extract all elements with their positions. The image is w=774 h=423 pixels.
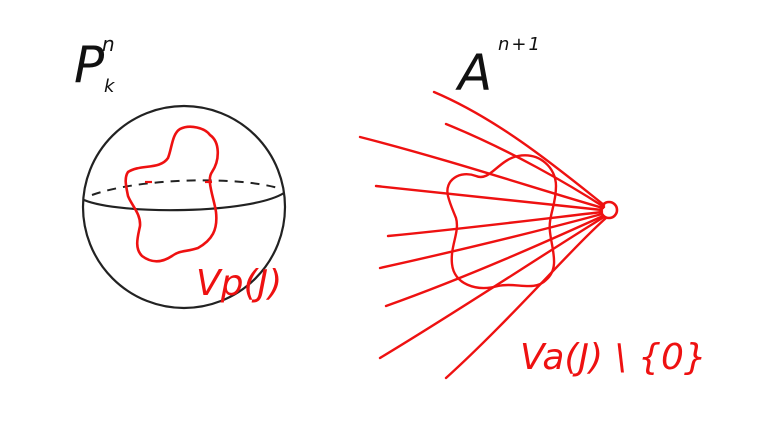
cone-ray	[374, 184, 604, 212]
projective-sphere	[81, 104, 287, 310]
cone-ray	[358, 135, 605, 210]
cone-ray	[386, 210, 604, 238]
label-projective-superscript: n	[102, 32, 115, 56]
cone-ray	[378, 215, 606, 360]
projective-variety-curve	[124, 125, 220, 263]
cone-ray	[444, 216, 608, 380]
label-projective-subscript: k	[104, 76, 115, 97]
cone-ray	[432, 90, 606, 207]
label-affine-superscript: n+1	[498, 34, 542, 55]
label-affine-space: A n+1	[458, 36, 540, 99]
cone-rays	[358, 90, 608, 380]
cone-ray	[378, 212, 604, 270]
label-projective-base: P	[74, 36, 105, 94]
cone-ray	[384, 214, 605, 308]
sphere-equator-front	[83, 192, 285, 212]
cone-cross-section	[446, 154, 558, 290]
label-projective-variety: Vp(J)	[196, 263, 283, 304]
sphere-equator-back	[91, 179, 279, 196]
affine-cone	[358, 90, 619, 380]
red-closed-curve	[124, 125, 220, 263]
label-affine-base: A	[458, 44, 493, 102]
cone-ray	[444, 122, 606, 209]
label-affine-cone: Va(J) \ {0}	[520, 337, 707, 378]
label-projective-space: P n k	[74, 34, 115, 96]
sphere-outline	[81, 104, 287, 310]
